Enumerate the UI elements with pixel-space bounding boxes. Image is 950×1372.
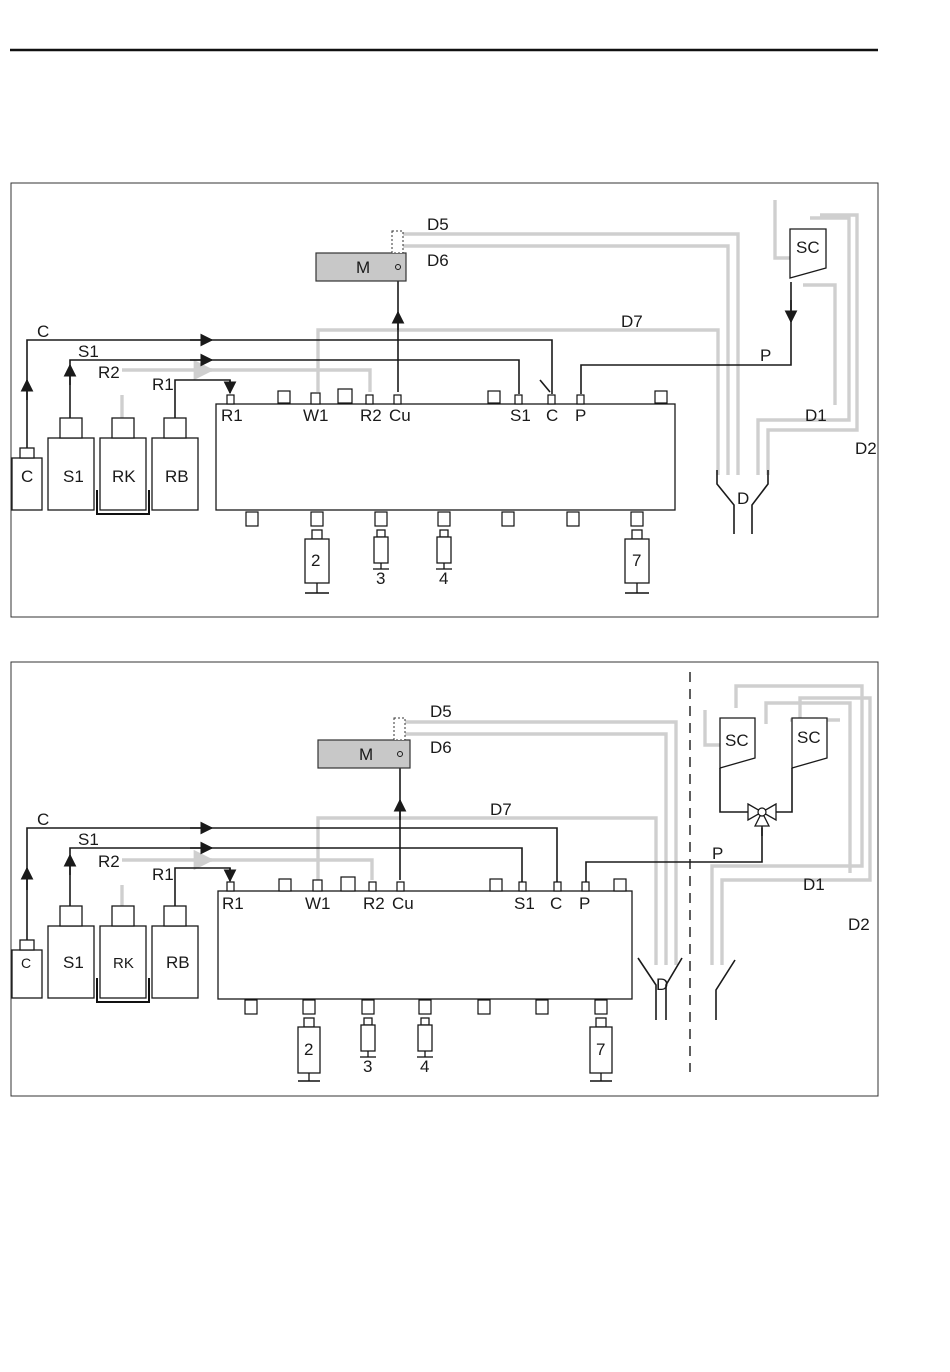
line-label-c: C (37, 322, 49, 341)
sc-label-1: SC (725, 731, 749, 750)
bottle-rb-label: RB (166, 953, 190, 972)
three-way-valve (748, 804, 776, 826)
drain-label-d5: D5 (427, 215, 449, 234)
sc-label-2: SC (797, 728, 821, 747)
cylinder-7-label: 7 (596, 1040, 605, 1059)
line-label-r1: R1 (152, 865, 174, 884)
module-m-label: M (359, 745, 373, 764)
cylinder-3 (374, 537, 388, 563)
drain-label-d6: D6 (427, 251, 449, 270)
line-label-r1: R1 (152, 375, 174, 394)
cylinder-4 (418, 1025, 432, 1051)
drain-label-d1: D1 (803, 875, 825, 894)
drain-vessel-label: D (737, 489, 749, 508)
bottom-connectors (246, 512, 643, 526)
drain-label-d1: D1 (805, 406, 827, 425)
port-label-c: C (550, 894, 562, 913)
module-m-label: M (356, 258, 370, 277)
drain-label-d6: D6 (430, 738, 452, 757)
line-label-r2: R2 (98, 363, 120, 382)
drain-label-d7: D7 (490, 800, 512, 819)
line-labels: C S1 R2 R1 P (37, 322, 771, 394)
bottles: C S1 RK RB (12, 418, 198, 514)
line-label-p: P (712, 844, 723, 863)
cylinder-3 (361, 1025, 375, 1051)
drain-label-d2: D2 (855, 439, 877, 458)
bottle-rk-label: RK (113, 955, 134, 972)
drain-vessel-label: D (656, 975, 668, 994)
diagram-2: M SC SC (11, 662, 878, 1096)
port-label-w1: W1 (303, 406, 329, 425)
sc-label: SC (796, 238, 820, 257)
line-label-c: C (37, 810, 49, 829)
cylinder-2-label: 2 (311, 551, 320, 570)
bottle-c-label: C (21, 467, 33, 486)
manifold-block (216, 404, 675, 510)
bottles: C S1 RK RB (12, 906, 198, 1002)
cylinder-3-label: 3 (363, 1057, 372, 1076)
port-label-c: C (546, 406, 558, 425)
port-label-r2: R2 (363, 894, 385, 913)
bottle-s1-label: S1 (63, 467, 84, 486)
port-label-r2: R2 (360, 406, 382, 425)
bottle-s1-label: S1 (63, 953, 84, 972)
port-label-w1: W1 (305, 894, 331, 913)
bottle-rb-label: RB (165, 467, 189, 486)
line-label-p: P (760, 346, 771, 365)
diagram-1: M SC R1 W1 R2 Cu S1 C (11, 183, 878, 617)
cylinder-4-label: 4 (439, 569, 448, 588)
bottom-connectors (245, 1000, 607, 1014)
port-label-s1: S1 (510, 406, 531, 425)
cylinders: 2 3 4 7 (298, 1018, 612, 1081)
port-label-r1: R1 (222, 894, 244, 913)
cylinders: 2 3 4 7 (305, 530, 649, 593)
port-label-s1: S1 (514, 894, 535, 913)
bottle-c-label: C (21, 955, 31, 971)
cylinder-3-label: 3 (376, 569, 385, 588)
cylinder-7-label: 7 (632, 551, 641, 570)
cylinder-4-label: 4 (420, 1057, 429, 1076)
port-label-cu: Cu (392, 894, 414, 913)
line-label-s1: S1 (78, 830, 99, 849)
cylinder-2-label: 2 (304, 1040, 313, 1059)
line-labels: C S1 R2 R1 P (37, 810, 723, 884)
port-label-r1: R1 (221, 406, 243, 425)
line-label-r2: R2 (98, 852, 120, 871)
drain-label-d2: D2 (848, 915, 870, 934)
cylinder-4 (437, 537, 451, 563)
line-label-s1: S1 (78, 342, 99, 361)
top-ports (227, 877, 626, 891)
drain-label-d7: D7 (621, 312, 643, 331)
bottle-rk-label: RK (112, 467, 136, 486)
port-label-cu: Cu (389, 406, 411, 425)
manifold-block (218, 891, 632, 999)
port-label-p: P (575, 406, 586, 425)
drain-label-d5: D5 (430, 702, 452, 721)
top-ports (227, 389, 667, 404)
port-label-p: P (579, 894, 590, 913)
